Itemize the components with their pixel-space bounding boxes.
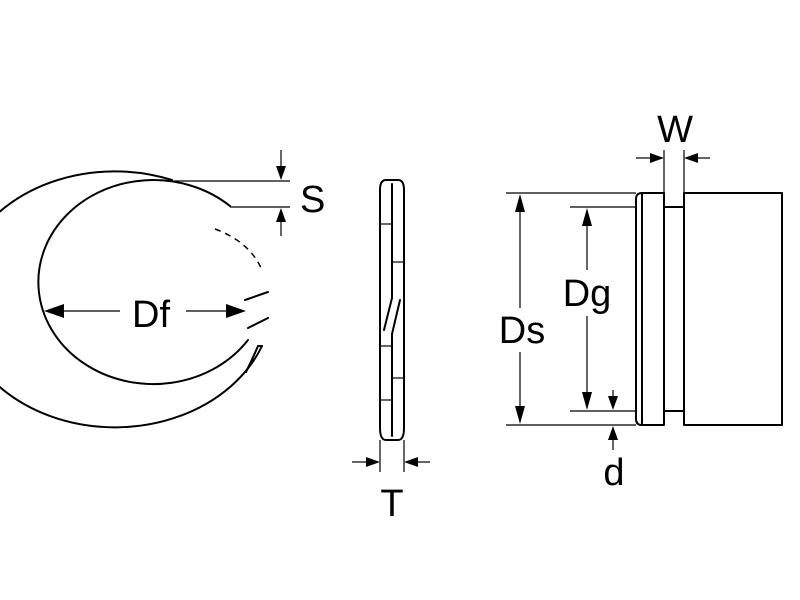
ring-in-groove xyxy=(635,192,665,426)
gap-line-lower xyxy=(247,317,269,329)
shaft-body xyxy=(683,192,783,426)
side-view-step xyxy=(383,297,393,331)
ds-label: Ds xyxy=(499,310,545,352)
side-view-step-2 xyxy=(391,299,401,335)
df-dimension: Df xyxy=(44,290,246,336)
ring-front-view xyxy=(0,170,269,429)
ring-tab xyxy=(245,345,263,373)
gap-line-upper xyxy=(244,291,269,301)
ring-side-view xyxy=(379,179,405,441)
d-label: d xyxy=(603,452,624,494)
d-dimension: d xyxy=(603,390,625,494)
ds-dimension: Ds xyxy=(492,192,636,426)
s-label: S xyxy=(300,179,325,221)
dg-dimension: Dg xyxy=(556,206,636,412)
shaft-view xyxy=(635,192,783,426)
t-label: T xyxy=(380,483,403,525)
w-label: W xyxy=(657,109,693,151)
w-dimension: W xyxy=(636,109,710,193)
s-dimension: S xyxy=(172,150,325,236)
t-dimension: T xyxy=(352,440,430,525)
df-label: Df xyxy=(132,294,170,336)
dg-label: Dg xyxy=(563,273,612,315)
side-view-outline xyxy=(379,179,405,441)
hidden-overlap-line xyxy=(214,228,263,271)
ring-inner-edge xyxy=(37,179,249,385)
ring-outer-edge xyxy=(0,170,263,429)
